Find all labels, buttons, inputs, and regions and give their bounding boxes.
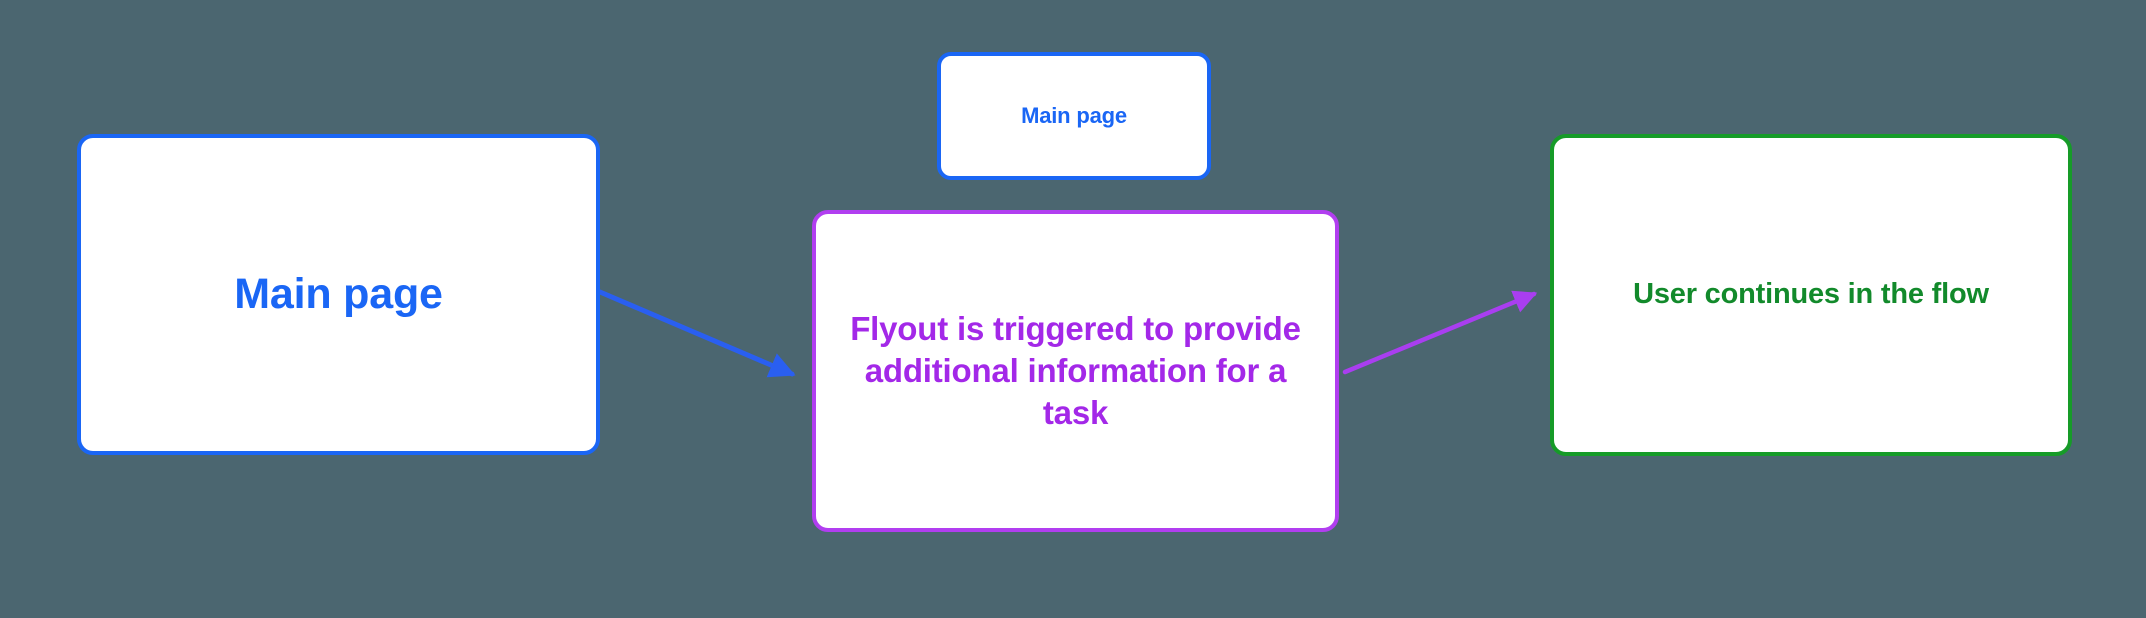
node-user-continues[interactable]: User continues in the flow — [1550, 134, 2072, 456]
node-main-page-small[interactable]: Main page — [937, 52, 1211, 180]
node-flyout-label: Flyout is triggered to provide additiona… — [850, 309, 1301, 432]
connector-flyout-to-user-continues — [1342, 290, 1538, 375]
node-main-page-label: Main page — [234, 270, 443, 319]
node-flyout[interactable]: Flyout is triggered to provide additiona… — [812, 210, 1339, 532]
connector-main-page-to-flyout — [597, 289, 796, 378]
node-main-page[interactable]: Main page — [77, 134, 600, 455]
node-user-continues-label: User continues in the flow — [1633, 278, 1989, 311]
node-main-page-small-label: Main page — [1021, 102, 1127, 128]
